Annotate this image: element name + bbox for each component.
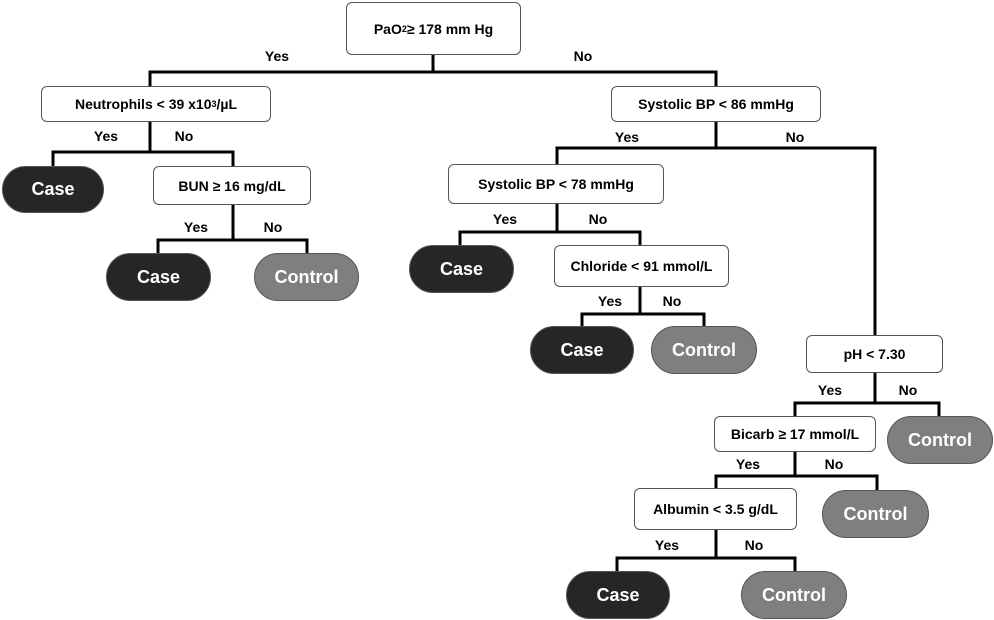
- leaf-control: Control: [741, 571, 847, 619]
- edge-label-no: No: [662, 293, 682, 309]
- node-bicarb: Bicarb ≥ 17 mmol/L: [714, 416, 876, 452]
- edge-label-yes: Yes: [654, 537, 680, 553]
- edge-label-yes: Yes: [264, 48, 290, 64]
- node-sbp86: Systolic BP < 86 mmHg: [611, 86, 821, 122]
- edge-label-no: No: [744, 537, 764, 553]
- node-sbp78-text: Systolic BP < 78 mmHg: [478, 176, 634, 192]
- leaf-case: Case: [530, 326, 634, 374]
- leaf-control: Control: [651, 326, 757, 374]
- leaf-control: Control: [822, 490, 929, 538]
- node-bicarb-text: Bicarb ≥ 17 mmol/L: [730, 426, 860, 442]
- edge-label-yes: Yes: [735, 456, 761, 472]
- edge-label-yes: Yes: [597, 293, 623, 309]
- node-sbp78: Systolic BP < 78 mmHg: [448, 164, 664, 204]
- edge-label-yes: Yes: [614, 129, 640, 145]
- edge-label-no: No: [588, 211, 608, 227]
- edge-label-yes: Yes: [93, 128, 119, 144]
- leaf-case: Case: [566, 571, 670, 619]
- leaf-case: Case: [2, 166, 104, 213]
- node-bun-text: BUN ≥ 16 mg/dL: [178, 177, 286, 194]
- edge-label-no: No: [824, 456, 844, 472]
- edge-label-yes: Yes: [492, 211, 518, 227]
- node-sbp86-text: Systolic BP < 86 mmHg: [638, 96, 794, 112]
- edge-label-no: No: [785, 129, 805, 145]
- node-neutrophils-post: /µL: [216, 96, 238, 112]
- edge-label-yes: Yes: [817, 382, 843, 398]
- node-pao2-post: ≥ 178 mm Hg: [406, 20, 494, 37]
- node-ph-text: pH < 7.30: [843, 346, 906, 362]
- leaf-case: Case: [409, 245, 514, 293]
- edge-label-no: No: [174, 128, 194, 144]
- node-albumin: Albumin < 3.5 g/dL: [634, 488, 797, 530]
- edge-label-no: No: [898, 382, 918, 398]
- node-albumin-text: Albumin < 3.5 g/dL: [653, 501, 778, 517]
- edge-label-yes: Yes: [183, 219, 209, 235]
- edge-label-no: No: [263, 219, 283, 235]
- leaf-control: Control: [887, 416, 993, 464]
- edge-label-no: No: [573, 48, 593, 64]
- leaf-case: Case: [106, 253, 211, 301]
- node-pao2-pre: PaO: [373, 20, 402, 37]
- node-bun: BUN ≥ 16 mg/dL: [153, 166, 311, 205]
- node-ph: pH < 7.30: [806, 335, 943, 373]
- leaf-control: Control: [254, 253, 359, 301]
- node-neutrophils-pre: Neutrophils < 39 x10: [74, 96, 212, 112]
- node-chloride-text: Chloride < 91 mmol/L: [570, 258, 713, 274]
- node-chloride: Chloride < 91 mmol/L: [554, 245, 729, 287]
